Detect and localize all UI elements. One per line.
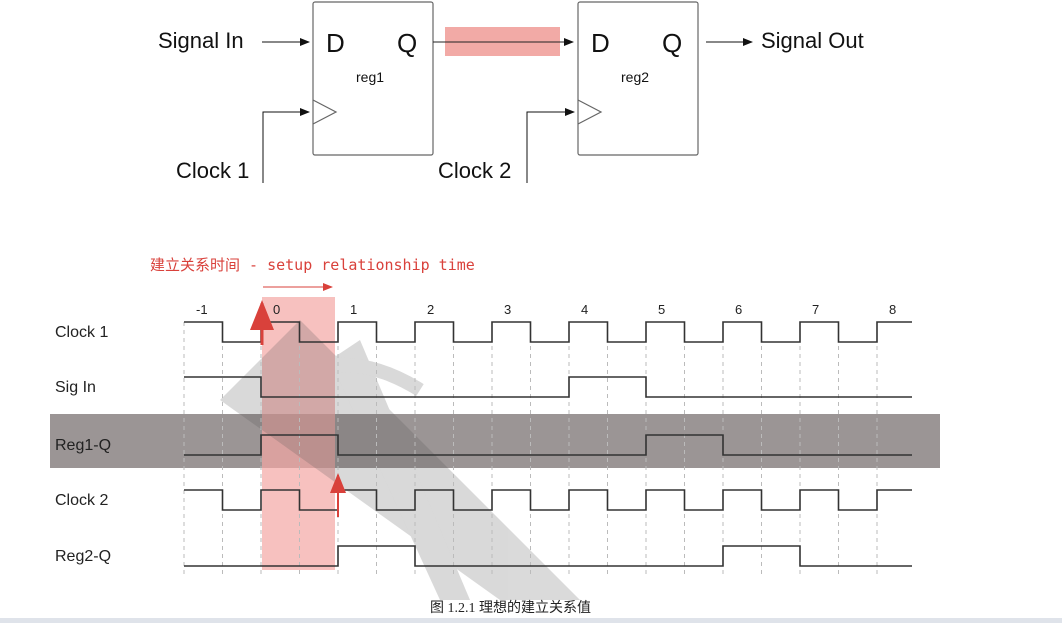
reg1-q-pin: Q — [397, 28, 417, 58]
reg1-d-pin: D — [326, 28, 345, 58]
tick-label: 1 — [350, 302, 357, 317]
timing-diagram: 建立关系时间 - setup relationship time -1 0 1 2 3 4… — [50, 256, 940, 616]
window-bottom-edge — [0, 618, 1062, 623]
signal-label: Reg2-Q — [55, 548, 111, 565]
tick-label: 5 — [658, 302, 665, 317]
tick-label: 3 — [504, 302, 511, 317]
tick-label: 7 — [812, 302, 819, 317]
tick-label: 4 — [581, 302, 588, 317]
circuit: D Q reg1 D Q reg2 Signal In Signal Out C… — [158, 1, 864, 183]
waveforms — [184, 321, 912, 567]
signal-out-label: Signal Out — [761, 28, 864, 53]
tick-label: -1 — [196, 302, 208, 317]
tick-label: 6 — [735, 302, 742, 317]
waveform — [184, 321, 912, 343]
clock1-label: Clock 1 — [176, 158, 249, 183]
signal-label: Sig In — [55, 379, 96, 396]
cycle-gridlines — [183, 322, 878, 575]
clock2-label: Clock 2 — [438, 158, 511, 183]
signal-label: Clock 1 — [55, 324, 108, 341]
reg1-q-highlight-row — [50, 414, 940, 468]
signal-in-label: Signal In — [158, 28, 244, 53]
signal-label: Clock 2 — [55, 492, 108, 509]
reg1-clock-triangle — [312, 99, 338, 125]
clock1-wire — [262, 108, 310, 183]
reg2-name: reg2 — [621, 69, 649, 85]
reg2-d-pin: D — [591, 28, 610, 58]
tick-label: 2 — [427, 302, 434, 317]
reg2-box — [577, 1, 699, 156]
figure-caption: 图 1.2.1 理想的建立关系值 — [430, 600, 591, 616]
waveform — [184, 489, 912, 511]
reg2-clock-triangle — [577, 99, 603, 125]
clock2-wire — [526, 108, 575, 183]
watermark-logo — [220, 320, 580, 600]
signal-label: Reg1-Q — [55, 437, 111, 454]
tick-label: 0 — [273, 302, 280, 317]
cycle-tick-labels: -1 0 1 2 3 4 5 6 7 8 — [196, 302, 896, 317]
reg1-name: reg1 — [356, 69, 384, 85]
waveform — [184, 376, 912, 398]
signal-labels: Clock 1 Sig In Reg1-Q Clock 2 Reg2-Q — [55, 324, 111, 565]
reg1-box — [312, 1, 434, 156]
waveform — [184, 545, 912, 567]
setup-title: 建立关系时间 - setup relationship time — [150, 256, 475, 274]
waveform — [184, 434, 912, 456]
reg2-q-pin: Q — [662, 28, 682, 58]
tick-label: 8 — [889, 302, 896, 317]
